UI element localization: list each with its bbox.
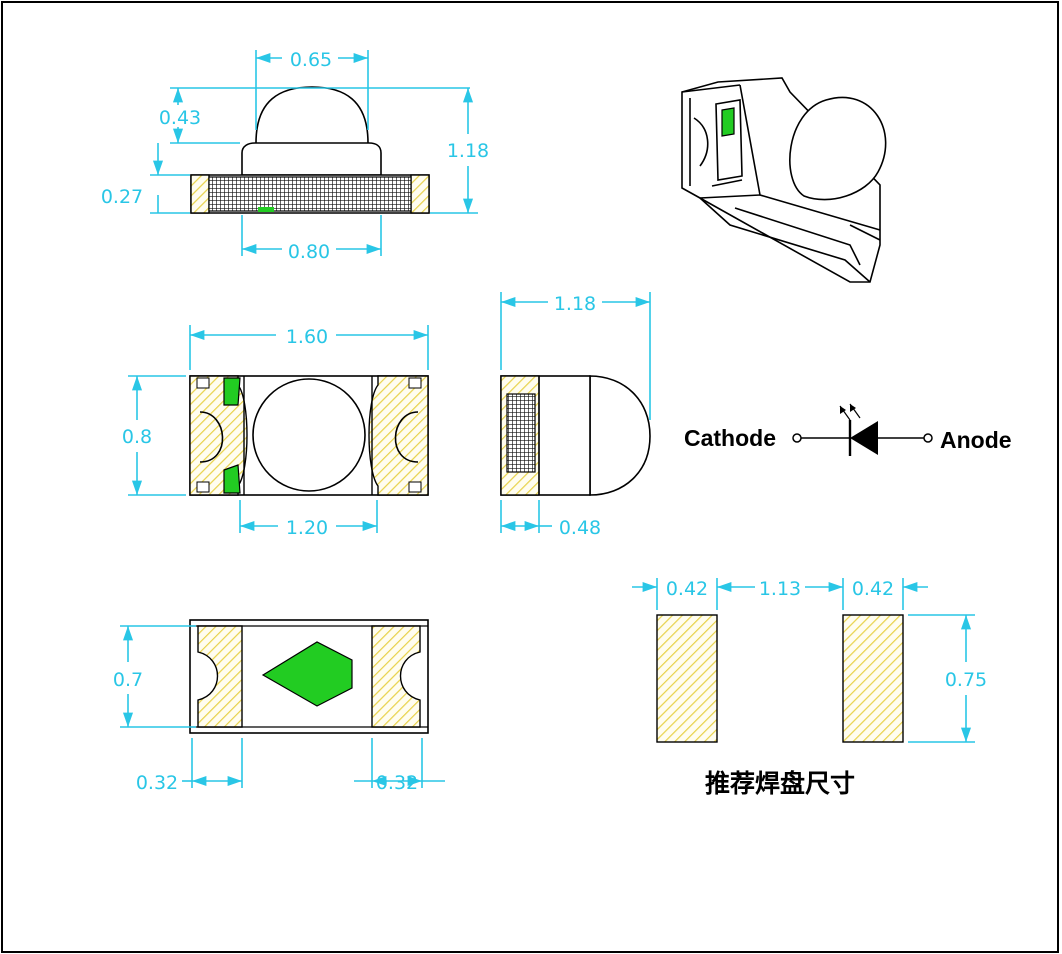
bottom-view-right-pad bbox=[371, 625, 421, 728]
dim-body-width: 0.80 bbox=[288, 241, 330, 263]
dim-total-height: 1.18 bbox=[447, 140, 489, 162]
anode-terminal bbox=[923, 433, 933, 443]
side-view-dome bbox=[255, 86, 369, 144]
recommended-right-pad bbox=[842, 614, 904, 743]
recommended-left-pad bbox=[656, 614, 718, 743]
dim-bottom-left-pad: 0.32 bbox=[136, 772, 178, 794]
dim-lens-span: 1.20 bbox=[286, 517, 328, 539]
end-view-dome bbox=[589, 375, 651, 496]
bottom-view: 0.7 0.32 0.32 bbox=[113, 619, 445, 794]
bottom-view-left-pad bbox=[197, 625, 243, 728]
dim-end-height: 1.18 bbox=[554, 293, 596, 315]
side-view-left-terminal bbox=[190, 174, 210, 214]
dim-dome-height: 0.43 bbox=[159, 107, 201, 129]
dim-pad-width-left: 0.42 bbox=[666, 578, 708, 600]
end-view-mesh bbox=[506, 393, 536, 473]
top-view-lens bbox=[252, 378, 366, 492]
recommended-pad-caption: 推荐焊盘尺寸 bbox=[705, 769, 855, 798]
side-view-right-terminal bbox=[410, 174, 430, 214]
isometric-view bbox=[681, 77, 887, 283]
top-view-marker-upper bbox=[223, 377, 241, 406]
dim-length: 1.60 bbox=[286, 326, 328, 348]
side-view-mesh bbox=[208, 176, 412, 212]
dim-bottom-right-pad: 0.32 bbox=[376, 772, 418, 794]
dim-bottom-pad-height: 0.7 bbox=[113, 669, 143, 691]
dim-pad-width-right: 0.42 bbox=[852, 578, 894, 600]
led-symbol: Cathode Anode bbox=[684, 403, 1012, 456]
dim-terminal-width: 0.48 bbox=[559, 517, 601, 539]
side-view: 0.65 0.43 0.27 1.18 0.80 bbox=[101, 49, 489, 263]
cathode-label: Cathode bbox=[684, 425, 776, 451]
dim-pad-height: 0.75 bbox=[945, 669, 987, 691]
bottom-view-polarity-marker bbox=[261, 641, 353, 707]
top-view-marker-lower bbox=[223, 464, 241, 494]
dim-base-height: 0.27 bbox=[101, 186, 143, 208]
side-view-marker bbox=[258, 207, 274, 212]
dim-pad-gap: 1.13 bbox=[759, 578, 801, 600]
top-view: 1.60 0.8 1.20 bbox=[122, 325, 429, 539]
side-view-body bbox=[241, 142, 382, 176]
diode-triangle bbox=[850, 421, 878, 455]
light-arrows bbox=[839, 403, 861, 421]
isometric-lens bbox=[789, 96, 887, 201]
cathode-terminal bbox=[792, 433, 802, 443]
top-view-right-terminal bbox=[368, 375, 429, 496]
dim-width: 0.8 bbox=[122, 426, 152, 448]
end-view: 1.18 0.48 bbox=[500, 292, 651, 539]
dim-dome-width: 0.65 bbox=[290, 49, 332, 71]
anode-label: Anode bbox=[940, 427, 1012, 453]
recommended-pad-layout: 0.42 1.13 0.42 0.75 推荐焊盘尺寸 bbox=[632, 578, 987, 798]
isometric-marker bbox=[721, 107, 735, 137]
